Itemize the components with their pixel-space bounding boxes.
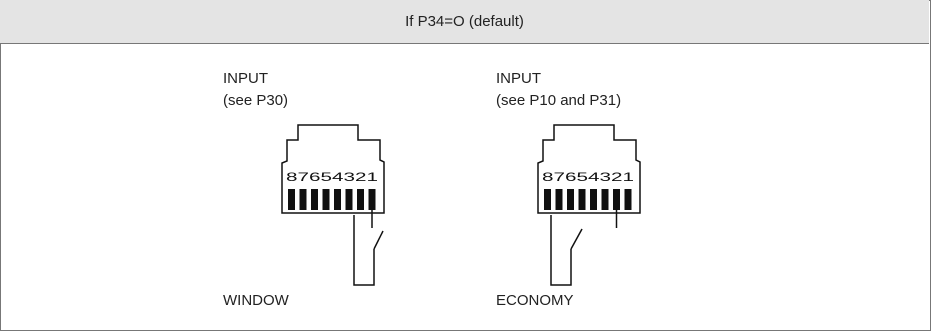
pin-contact	[544, 189, 551, 210]
right-input-note: (see P10 and P31)	[496, 92, 622, 109]
pin-contacts	[288, 189, 376, 210]
pin-contact	[299, 189, 307, 210]
pin-contact	[311, 189, 318, 210]
pin-contact	[578, 189, 586, 210]
pin-contact	[624, 189, 632, 210]
cable-outline	[550, 215, 572, 286]
left-rj45-connector: 87654321	[281, 124, 385, 286]
pin-contact	[555, 189, 563, 210]
left-output-label: WINDOW	[223, 292, 289, 309]
pin-contact	[334, 189, 341, 210]
pin-contact	[322, 189, 330, 210]
pin-contact	[357, 189, 364, 210]
diagram-header: If P34=O (default)	[0, 0, 929, 44]
pin-numbers: 87654321	[286, 170, 379, 184]
connector-housing	[281, 124, 385, 214]
right-rj45-connector: 87654321	[537, 124, 641, 286]
pin-numbers: 87654321	[542, 170, 635, 184]
pin-contact	[601, 189, 609, 210]
pin-contact	[567, 189, 574, 210]
pin-contact	[590, 189, 597, 210]
pin-contact	[345, 189, 353, 210]
right-output-label: ECONOMY	[496, 292, 574, 309]
left-input-title: INPUT	[223, 70, 268, 87]
pin-contact	[288, 189, 295, 210]
pin-contact	[368, 189, 376, 210]
right-input-title: INPUT	[496, 70, 541, 87]
switch-arm	[570, 228, 583, 250]
connector-housing	[537, 124, 641, 214]
pin-contact	[613, 189, 620, 210]
pin-contacts	[544, 189, 632, 210]
cable-outline	[353, 215, 375, 286]
switch-arm	[373, 230, 384, 250]
header-title: If P34=O (default)	[405, 13, 524, 30]
left-input-note: (see P30)	[223, 92, 289, 109]
